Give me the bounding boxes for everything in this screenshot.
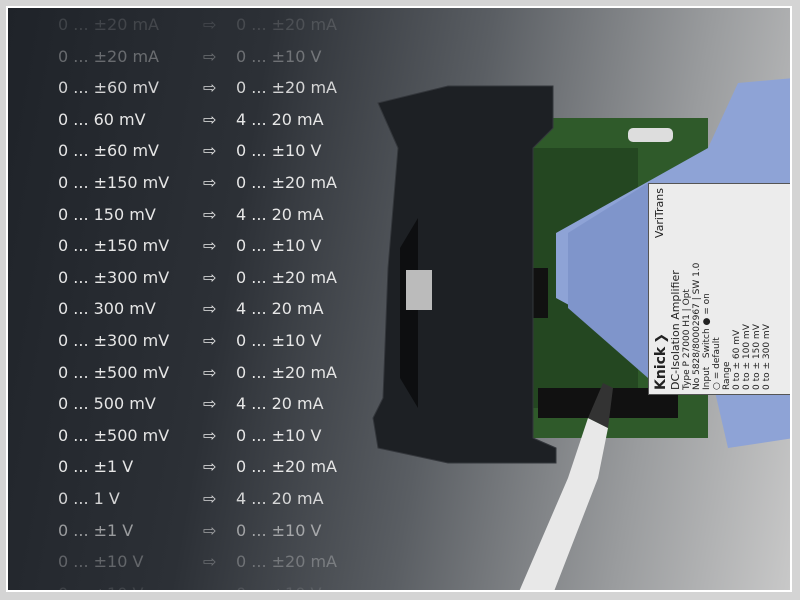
input-range: 0 ... ±20 mA xyxy=(58,46,159,66)
label-range-row: 0 to ± 60 mV xyxy=(732,329,742,390)
input-range: 0 ... ±1 V xyxy=(58,457,134,477)
output-range: 0 ... ±20 mA xyxy=(236,457,337,477)
arrow-right-icon: ⇨ xyxy=(203,15,217,34)
label-default: ○ = default xyxy=(712,337,722,390)
output-range: 0 ... ±20 mA xyxy=(236,267,337,287)
arrow-right-icon: ⇨ xyxy=(203,331,217,350)
input-range: 0 ... 500 mV xyxy=(58,394,156,414)
arrow-right-icon: ⇨ xyxy=(203,520,217,540)
output-range: 4 ... 20 mA xyxy=(236,299,324,319)
label-serial: No 5828/80002967 xyxy=(692,303,702,390)
brand-logo: Knick xyxy=(653,346,669,390)
output-range: 0 ... ±10 V xyxy=(236,425,322,445)
arrow-right-icon: ⇨ xyxy=(203,109,217,129)
input-range: 0 ... ±300 mV xyxy=(58,267,170,287)
arrow-right-icon: ⇨ xyxy=(203,78,217,98)
arrow-right-icon: ⇨ xyxy=(203,267,217,287)
input-range: 0 ... ±20 mA xyxy=(58,15,159,34)
input-range: 0 ... ±10 V xyxy=(58,552,144,572)
label-type: Type P 27000 H1 xyxy=(682,314,692,390)
arrow-right-icon: ⇨ xyxy=(203,141,217,161)
label-range-row: 0 to ± 300 mV xyxy=(762,324,772,390)
input-range: 0 ... ±300 mV xyxy=(58,331,170,350)
arrow-right-icon: ⇨ xyxy=(203,236,217,256)
output-range: 0 ... ±20 mA xyxy=(236,173,337,192)
input-range: 0 ... 150 mV xyxy=(58,204,156,224)
output-range: 0 ... ±10 V xyxy=(236,579,321,590)
label-title: DC-Isolation Amplifier xyxy=(669,270,682,390)
input-range: 0 ... ±60 mV xyxy=(58,78,159,98)
input-range: 0 ... ±150 mV xyxy=(58,173,170,192)
arrow-right-icon: ⇨ xyxy=(203,46,217,66)
label-input: Input xyxy=(702,366,712,390)
output-range: 0 ... ±10 V xyxy=(236,331,322,350)
output-range: 0 ... ±10 V xyxy=(236,46,322,66)
input-range: 0 ... 300 mV xyxy=(58,299,156,319)
output-range: 0 ... ±10 V xyxy=(236,141,322,161)
label-sw: SW 1.0 xyxy=(692,262,702,295)
output-range: 0 ... ±20 mA xyxy=(236,552,337,572)
device-label: Knick ❯ VariTrans DC-Isolation Amplifier… xyxy=(648,183,790,395)
input-range: 0 ... ±500 mV xyxy=(58,362,170,382)
screwdriver xyxy=(519,418,608,590)
output-range: 4 ... 20 mA xyxy=(236,109,324,129)
arrow-right-icon: ⇨ xyxy=(203,457,217,477)
arrow-right-icon: ⇨ xyxy=(203,579,216,590)
arrow-right-icon: ⇨ xyxy=(203,299,217,319)
label-range: Range xyxy=(722,361,732,390)
input-range: 0 ... ±500 mV xyxy=(58,425,170,445)
arrow-right-icon: ⇨ xyxy=(203,552,217,572)
output-range: 0 ... ±10 V xyxy=(236,236,322,256)
label-range-row: 0 to ± 150 mV xyxy=(752,324,762,390)
black-housing xyxy=(372,85,557,464)
arrow-right-icon: ⇨ xyxy=(203,394,217,414)
label-opt: Opt xyxy=(682,289,692,306)
output-range: 0 ... ±10 V xyxy=(236,520,322,540)
arrow-right-icon: ⇨ xyxy=(203,362,217,382)
label-switch: Switch ● = on xyxy=(702,293,712,359)
output-range: 0 ... ±20 mA xyxy=(236,78,337,98)
output-range: 0 ... ±20 mA xyxy=(236,362,337,382)
output-range: 4 ... 20 mA xyxy=(236,489,324,508)
output-range: 0 ... ±20 mA xyxy=(236,15,337,34)
output-range: 4 ... 20 mA xyxy=(236,204,324,224)
input-range: 0 ... ±10 V xyxy=(58,579,143,590)
input-range: 0 ... ±60 mV xyxy=(58,141,159,161)
input-range: 0 ... 1 V xyxy=(58,489,120,508)
input-range: 0 ... ±150 mV xyxy=(58,236,170,256)
product-name: VariTrans xyxy=(653,188,666,239)
output-range: 4 ... 20 mA xyxy=(236,394,324,414)
arrow-right-icon: ⇨ xyxy=(203,173,217,192)
arrow-right-icon: ⇨ xyxy=(203,489,217,508)
input-range: 0 ... 60 mV xyxy=(58,109,146,129)
arrow-right-icon: ⇨ xyxy=(203,425,217,445)
arrow-right-icon: ⇨ xyxy=(203,204,217,224)
label-range-row: 0 to ± 100 mV xyxy=(742,324,752,390)
input-range: 0 ... ±1 V xyxy=(58,520,134,540)
product-image: 0 ... ±20 mA ⇨ 0 ... ±20 mA 0 ... ±20 mA ⇨ 0 … xyxy=(6,6,792,592)
